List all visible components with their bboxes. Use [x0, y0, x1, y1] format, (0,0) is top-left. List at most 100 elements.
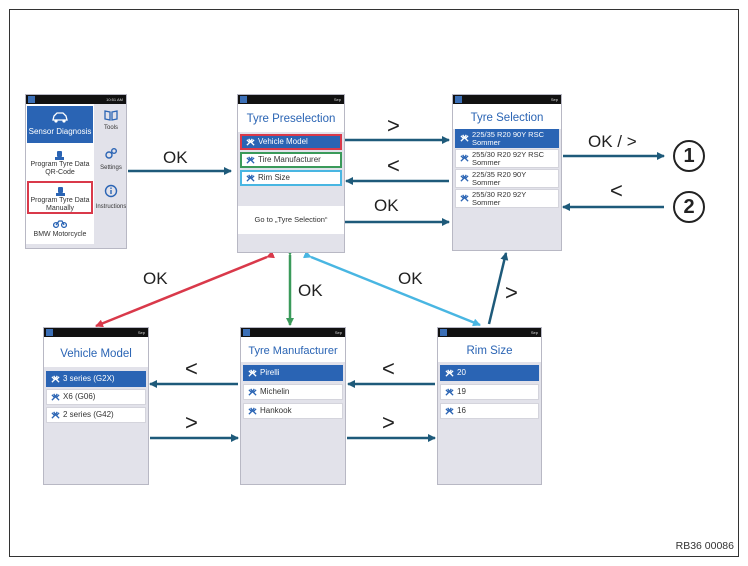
vehicle-option[interactable]: 2 series (G42) [46, 407, 146, 423]
tire-icon [246, 156, 255, 164]
tyre-type: Sommer [472, 138, 501, 147]
tire-icon [248, 388, 257, 396]
status-clock: Sep [137, 330, 145, 335]
tile-program-manually[interactable]: Program Tyre Data Manually [27, 181, 93, 214]
label-forward-top: > [387, 113, 400, 138]
tile-label: Sensor Diagnosis [28, 127, 92, 136]
label-ok-cyan: OK [398, 269, 423, 288]
goto-tyre-selection-button[interactable]: Go to „Tyre Selection“ [238, 206, 344, 234]
rim-option[interactable]: 20 [440, 365, 539, 381]
status-clock: Sep [334, 330, 342, 335]
screen-title: Tyre Preselection [246, 113, 336, 125]
tyre-size: 225/35 R20 90Y RSC [472, 130, 544, 139]
side-item-instructions[interactable]: Instructions [95, 182, 127, 218]
side-label: Settings [100, 165, 122, 171]
tire-icon [460, 174, 469, 182]
option-label: 3 series (G2X) [63, 374, 115, 383]
tyre-size: 255/30 R20 92Y RSC [472, 150, 544, 159]
manufacturer-option[interactable]: Michelin [243, 384, 343, 400]
tyre-option[interactable]: 255/30 R20 92Y Sommer [455, 189, 559, 208]
option-label: Hankook [260, 406, 292, 415]
tyre-option[interactable]: 225/35 R20 90Y RSC Sommer [455, 129, 559, 148]
tile-label: BMW Motorcycle [33, 231, 87, 238]
tile-bmw-motorcycle[interactable]: BMW Motorcycle [27, 216, 93, 244]
motorcycle-icon [53, 220, 67, 228]
menu-icon[interactable] [28, 96, 35, 103]
tire-icon [445, 369, 454, 377]
side-item-tools[interactable]: Tools [95, 106, 126, 138]
side-label: Tools [103, 125, 118, 131]
tyre-option[interactable]: 225/35 R20 90Y Sommer [455, 169, 559, 188]
label-ok-goto: OK [374, 196, 399, 215]
tire-icon [246, 138, 255, 146]
diagram-frame [9, 9, 739, 557]
option-rim-size[interactable]: Rim Size [240, 170, 342, 186]
rim-option[interactable]: 19 [440, 384, 539, 400]
car-icon [52, 112, 68, 123]
arrow-red [95, 250, 275, 328]
tyre-type: Sommer [472, 158, 501, 167]
option-label: 16 [457, 406, 466, 415]
tire-icon [445, 407, 454, 415]
label-forward-bottom-left: > [185, 410, 198, 435]
manufacturer-option[interactable]: Hankook [243, 403, 343, 419]
tile-label: Program Tyre Data Manually [30, 197, 90, 212]
option-tire-manufacturer[interactable]: Tire Manufacturer [240, 152, 342, 168]
option-label: Rim Size [258, 173, 291, 182]
sensor-icon [56, 187, 65, 196]
side-label: Instructions [95, 204, 127, 210]
tyre-manufacturer-screen: Sep Tyre Manufacturer Pirelli Michelin H… [240, 327, 346, 485]
option-label: X6 (G06) [63, 392, 96, 401]
arrow-cyan [303, 250, 481, 327]
tire-icon [248, 407, 257, 415]
option-vehicle-model[interactable]: Vehicle Model [240, 134, 342, 150]
screen-title: Tyre Selection [470, 112, 544, 124]
vehicle-option[interactable]: 3 series (G2X) [46, 371, 146, 387]
tire-icon [246, 174, 255, 182]
status-clock: Sep [550, 97, 558, 102]
option-label: Tire Manufacturer [258, 155, 321, 164]
menu-icon[interactable] [46, 329, 53, 336]
tyre-option[interactable]: 255/30 R20 92Y RSC Sommer [455, 149, 559, 168]
screen-title: Tyre Manufacturer [248, 345, 338, 357]
side-item-settings[interactable]: Settings [95, 144, 126, 176]
tyre-preselection-screen: Sep Tyre Preselection Vehicle Model Tire… [237, 94, 345, 253]
tile-program-qr[interactable]: Program Tyre Data QR-Code [27, 145, 93, 181]
tire-icon [51, 393, 60, 401]
marker-1: 1 [673, 140, 705, 172]
tire-icon [445, 388, 454, 396]
vehicle-option[interactable]: X6 (G06) [46, 389, 146, 405]
label-ok-menu: OK [163, 148, 188, 167]
menu-icon[interactable] [243, 329, 250, 336]
screen-title: Rim Size [466, 345, 513, 357]
label-ok-green: OK [298, 281, 323, 300]
rim-size-screen: Sep Rim Size 20 19 16 [437, 327, 542, 485]
tyre-type: Sommer [472, 198, 501, 207]
tire-icon [460, 154, 469, 162]
vehicle-model-screen: Sep Vehicle Model 3 series (G2X) X6 (G06… [43, 327, 149, 485]
tire-icon [51, 411, 60, 419]
option-label: 2 series (G42) [63, 410, 114, 419]
option-label: Pirelli [260, 368, 280, 377]
tyre-type: Sommer [472, 178, 501, 187]
option-label: Michelin [260, 387, 290, 396]
main-menu-screen: 10:51 AM Sensor Diagnosis Program Tyre D… [25, 94, 127, 249]
tile-sensor-diagnosis[interactable]: Sensor Diagnosis [27, 106, 93, 143]
tyre-selection-screen: Sep Tyre Selection 225/35 R20 90Y RSC So… [452, 94, 562, 251]
rim-option[interactable]: 16 [440, 403, 539, 419]
arrow-rim-to-selection [487, 252, 509, 325]
menu-icon[interactable] [455, 96, 462, 103]
tyre-size: 225/35 R20 90Y [472, 170, 527, 179]
manufacturer-option[interactable]: Pirelli [243, 365, 343, 381]
status-clock: 10:51 AM [106, 97, 123, 102]
tile-label: Program Tyre Data QR-Code [30, 161, 90, 176]
label-back-bottom-right: < [382, 356, 395, 381]
side-menu: Tools Settings Instructions [95, 106, 127, 226]
menu-icon[interactable] [440, 329, 447, 336]
screen-title: Vehicle Model [60, 348, 132, 360]
book-icon [104, 110, 118, 121]
label-forward-rim: > [505, 280, 518, 305]
menu-icon[interactable] [240, 96, 247, 103]
gear-icon [105, 148, 117, 159]
